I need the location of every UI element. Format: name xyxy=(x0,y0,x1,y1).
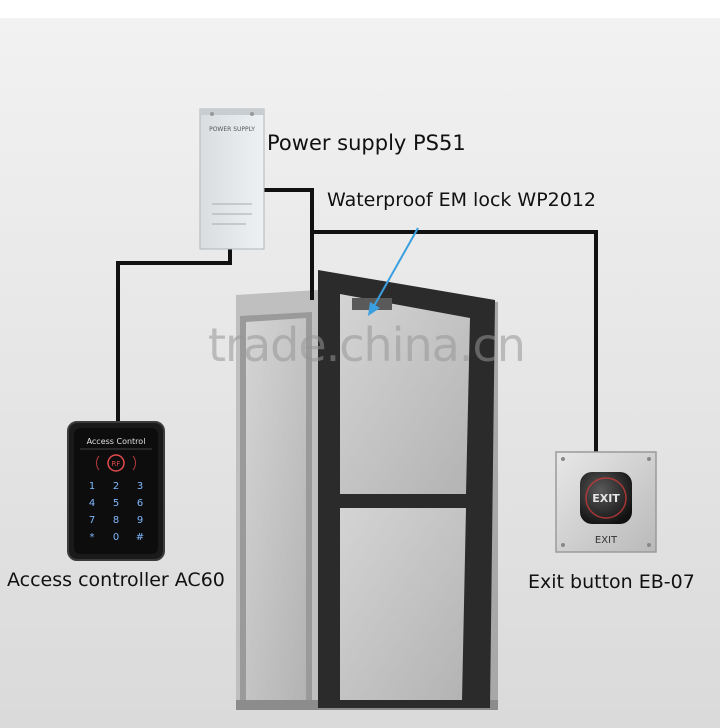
em-lock-arrow xyxy=(368,227,419,316)
watermark: trade.china.cn xyxy=(208,318,526,372)
keypad-key: 6 xyxy=(137,498,143,509)
rf-reader-icon xyxy=(107,454,125,472)
cables xyxy=(116,188,598,452)
power-supply-box: POWER SUPPLY xyxy=(199,108,265,250)
keypad-key: # xyxy=(136,532,144,543)
cable-ps-to-controller xyxy=(116,248,232,422)
keypad-keys: 1 2 3 4 5 6 7 8 9 * 0 # xyxy=(89,481,144,543)
rf-badge: RF xyxy=(112,460,121,468)
power-supply-label: Power supply PS51 xyxy=(267,131,466,155)
exit-button-device: EXIT EXIT xyxy=(555,451,657,553)
keypad-title: Access Control xyxy=(87,437,146,446)
keypad-key: 8 xyxy=(113,515,119,526)
keypad-key: 7 xyxy=(89,515,95,526)
keypad-key: 4 xyxy=(89,498,95,509)
keypad-key: 1 xyxy=(89,481,95,492)
exit-button-label: Exit button EB-07 xyxy=(528,571,695,593)
access-controller-keypad: Access Control RF 1 2 3 4 5 6 7 8 9 * 0 # xyxy=(67,421,165,561)
cable-to-exit-button xyxy=(312,230,598,452)
keypad-key: 3 xyxy=(137,481,143,492)
keypad-key: 9 xyxy=(137,515,143,526)
keypad-key: 2 xyxy=(113,481,119,492)
access-controller-label: Access controller AC60 xyxy=(7,569,225,591)
exit-plate-text: EXIT xyxy=(595,535,618,546)
keypad-key: 5 xyxy=(113,498,119,509)
keypad-key: * xyxy=(90,532,95,543)
power-supply-face-text: POWER SUPPLY xyxy=(209,126,255,133)
cable-ps-to-lock xyxy=(264,188,314,300)
ceiling-strip xyxy=(0,0,720,18)
door-leaf xyxy=(318,270,495,708)
exit-face-text: EXIT xyxy=(592,492,620,505)
em-lock-label: Waterproof EM lock WP2012 xyxy=(327,189,597,211)
keypad-key: 0 xyxy=(113,532,119,543)
